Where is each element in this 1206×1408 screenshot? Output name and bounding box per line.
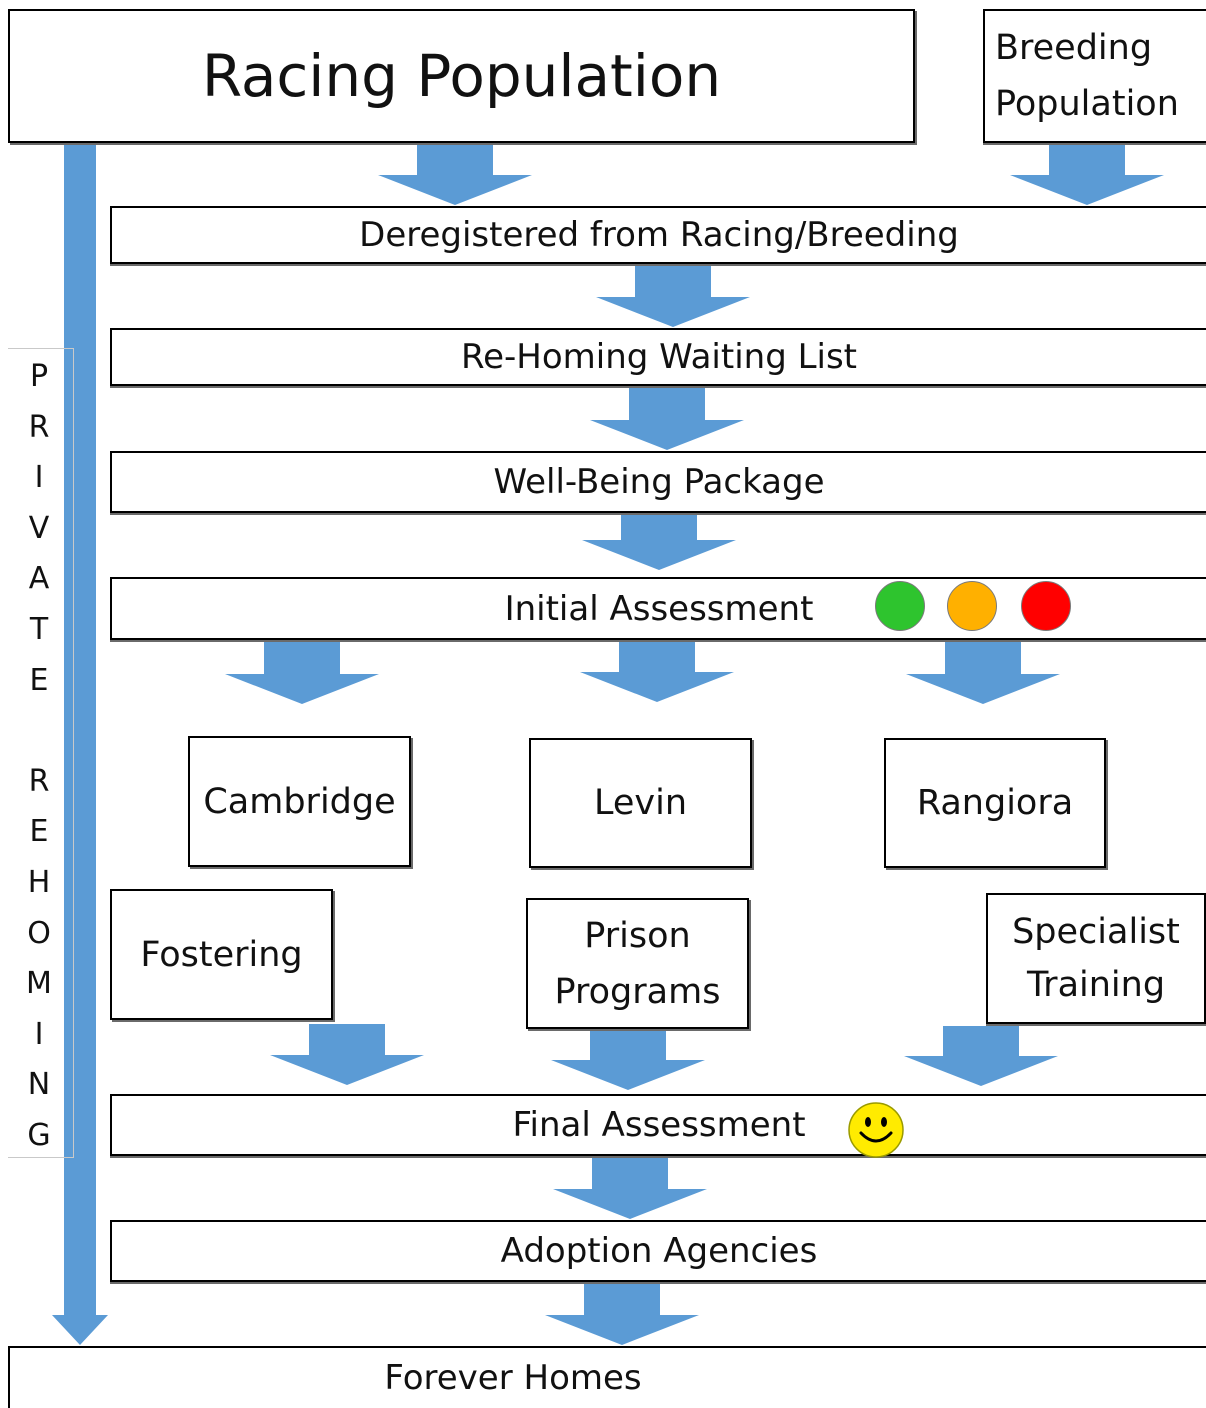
racing-population-label: Racing Population: [201, 42, 722, 110]
red-lamp-icon: [1021, 581, 1071, 631]
wellbeing-stage: Well-Being Package: [110, 451, 1206, 513]
racing-to-deregistered-arrow: [378, 143, 532, 205]
waiting-list-label: Re-Homing Waiting List: [460, 337, 858, 377]
adoption-agencies-stage: Adoption Agencies: [110, 1220, 1206, 1282]
breeding-population-label-line1: Breeding: [995, 28, 1153, 68]
adoption-to-homes-arrow: [545, 1284, 699, 1345]
cambridge-label: Cambridge: [203, 781, 396, 822]
levin-label: Levin: [593, 783, 688, 823]
wellbeing-to-initial-arrow: [582, 515, 736, 570]
waiting-list-stage: Re-Homing Waiting List: [110, 328, 1206, 386]
private-rehoming-arrow: [52, 143, 108, 1345]
final-assessment-label: Final Assessment: [512, 1105, 806, 1145]
prison-programs-label-line1: Prison: [584, 915, 691, 956]
forever-homes-stage: Forever Homes: [8, 1346, 1206, 1408]
green-lamp-icon: [875, 581, 925, 631]
fostering-box: Fostering: [110, 889, 333, 1020]
specialist-training-box: Specialist Training: [986, 893, 1206, 1024]
specialist-to-final-arrow: [904, 1026, 1058, 1086]
breeding-to-deregistered-arrow: [1010, 143, 1164, 205]
prison-programs-label-line2: Programs: [554, 971, 721, 1012]
rangiora-label: Rangiora: [916, 783, 1074, 823]
specialist-training-label-line1: Specialist: [1012, 912, 1180, 952]
initial-assessment-label: Initial Assessment: [504, 588, 814, 629]
initial-to-rangiora-arrow: [906, 642, 1060, 704]
initial-to-levin-arrow: [580, 642, 734, 702]
prison-programs-box: Prison Programs: [526, 898, 749, 1029]
levin-box: Levin: [529, 738, 752, 868]
fostering-label: Fostering: [140, 934, 303, 975]
cambridge-box: Cambridge: [188, 736, 411, 867]
breeding-population-box: Breeding Population: [983, 9, 1206, 143]
forever-homes-label: Forever Homes: [384, 1358, 642, 1398]
rangiora-box: Rangiora: [884, 738, 1106, 868]
specialist-training-label-line2: Training: [1026, 964, 1166, 1005]
initial-to-cambridge-arrow: [225, 642, 379, 704]
adoption-agencies-label: Adoption Agencies: [500, 1231, 818, 1271]
amber-lamp-icon: [947, 581, 997, 631]
final-to-adoption-arrow: [553, 1158, 707, 1219]
fostering-to-final-arrow: [270, 1024, 424, 1085]
smiley-face-icon: [848, 1102, 904, 1158]
deregistered-label: Deregistered from Racing/Breeding: [359, 215, 959, 255]
deregistered-to-waiting-arrow: [596, 266, 750, 327]
final-assessment-stage: Final Assessment: [110, 1094, 1206, 1156]
breeding-population-label-line2: Population: [995, 84, 1179, 124]
deregistered-stage: Deregistered from Racing/Breeding: [110, 206, 1206, 264]
prison-to-final-arrow: [551, 1030, 705, 1090]
racing-population-box: Racing Population: [8, 9, 915, 143]
private-rehoming-panel: [8, 348, 74, 1158]
waiting-to-wellbeing-arrow: [590, 388, 744, 450]
private-rehoming-label: P R I V A T E R E H O M I N G: [26, 359, 52, 1153]
wellbeing-label: Well-Being Package: [493, 462, 825, 502]
